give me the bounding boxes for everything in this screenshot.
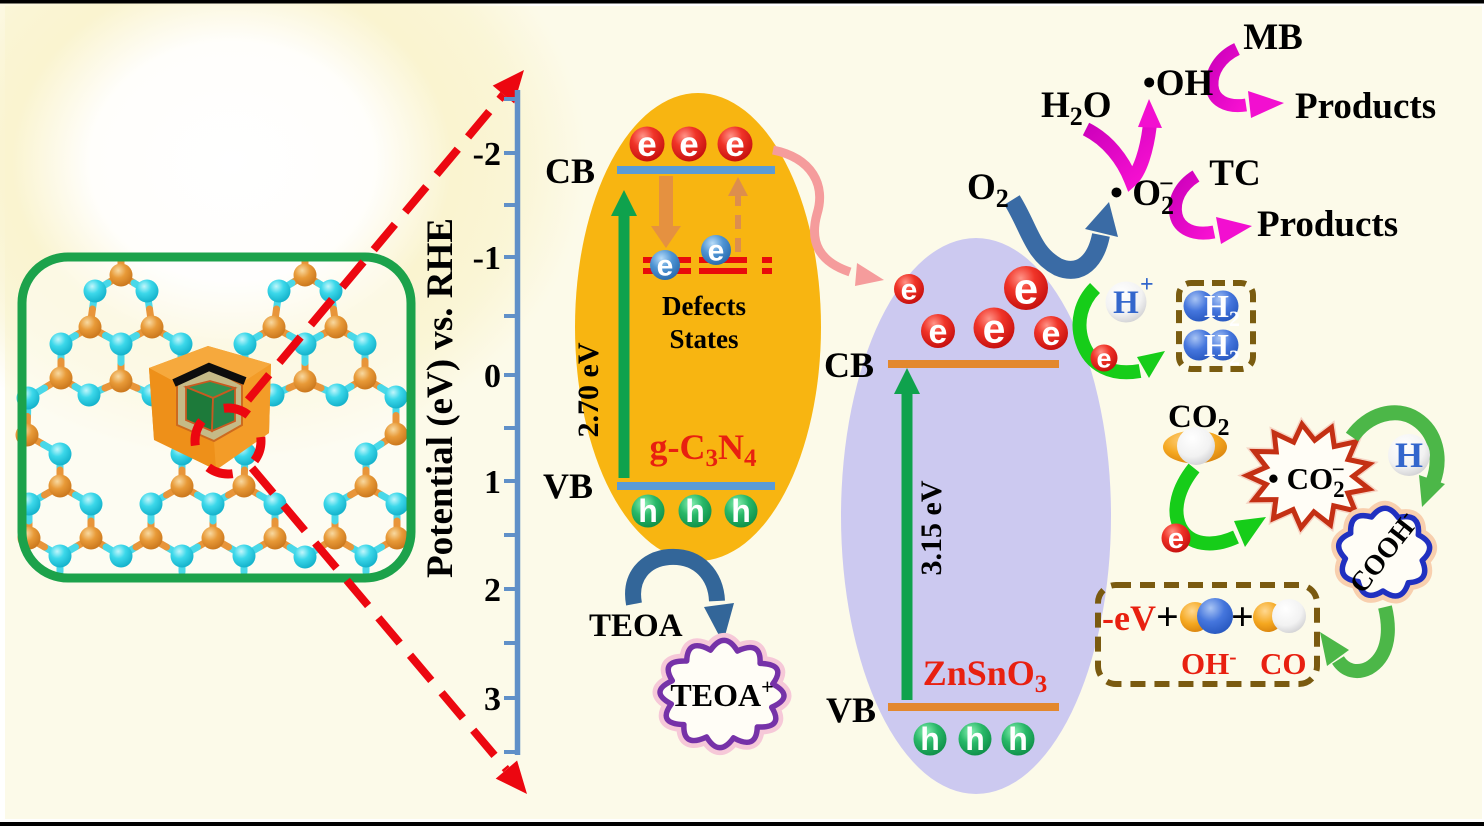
svg-text:-1: -1 <box>473 240 501 277</box>
svg-text:OH-: OH- <box>1181 644 1237 681</box>
svg-text:h: h <box>731 493 751 529</box>
svg-text:e: e <box>725 125 744 164</box>
svg-text:CB: CB <box>545 151 595 191</box>
svg-text:e: e <box>708 235 725 268</box>
svg-text:e: e <box>1014 264 1038 313</box>
svg-text:1: 1 <box>484 464 501 501</box>
svg-text:+: + <box>1156 594 1179 639</box>
svg-text:h: h <box>638 493 658 529</box>
svg-text:Defects: Defects <box>662 291 746 321</box>
svg-text:CB: CB <box>824 345 874 385</box>
svg-text:h: h <box>965 721 985 757</box>
svg-text:e: e <box>637 125 656 164</box>
svg-text:g-C3N4: g-C3N4 <box>650 427 758 472</box>
svg-text:•OH: •OH <box>1143 63 1214 104</box>
svg-text:• O2−: • O2− <box>1110 169 1174 220</box>
svg-text:e: e <box>679 125 698 164</box>
svg-text:e: e <box>929 313 948 351</box>
svg-text:h: h <box>920 721 940 757</box>
svg-text:VB: VB <box>543 466 593 506</box>
svg-text:-eV: -eV <box>1102 598 1156 638</box>
svg-text:Potential (eV) vs. RHE: Potential (eV) vs. RHE <box>420 218 461 578</box>
svg-text:e: e <box>901 274 918 307</box>
svg-text:e: e <box>1168 523 1184 555</box>
svg-text:• CO2−: • CO2− <box>1268 457 1345 502</box>
svg-text:TEOA+: TEOA+ <box>670 674 773 713</box>
svg-text:TEOA: TEOA <box>589 608 683 644</box>
svg-text:e: e <box>1096 343 1111 373</box>
svg-text:e: e <box>983 305 1006 351</box>
svg-text:+: + <box>1231 594 1254 639</box>
svg-text:+: + <box>1140 272 1154 298</box>
svg-text:e: e <box>1042 315 1061 353</box>
svg-text:h: h <box>1008 721 1028 757</box>
svg-text:-2: -2 <box>473 136 501 173</box>
svg-text:e: e <box>657 250 674 283</box>
svg-text:VB: VB <box>826 690 876 730</box>
svg-text:H: H <box>1113 285 1139 321</box>
svg-text:MB: MB <box>1243 17 1303 58</box>
svg-text:Products: Products <box>1257 204 1398 245</box>
svg-text:Products: Products <box>1295 86 1436 127</box>
svg-text:TC: TC <box>1209 153 1260 194</box>
svg-text:h: h <box>685 493 705 529</box>
svg-text:H: H <box>1395 435 1423 475</box>
svg-text:3.15 eV: 3.15 eV <box>915 480 948 575</box>
svg-text:States: States <box>670 324 739 354</box>
svg-text:ZnSnO3: ZnSnO3 <box>923 653 1048 698</box>
svg-text:0: 0 <box>484 358 501 395</box>
svg-text:2.70 eV: 2.70 eV <box>572 342 605 437</box>
svg-text:2: 2 <box>484 572 501 609</box>
svg-text:3: 3 <box>484 681 501 718</box>
svg-text:CO: CO <box>1260 646 1307 681</box>
